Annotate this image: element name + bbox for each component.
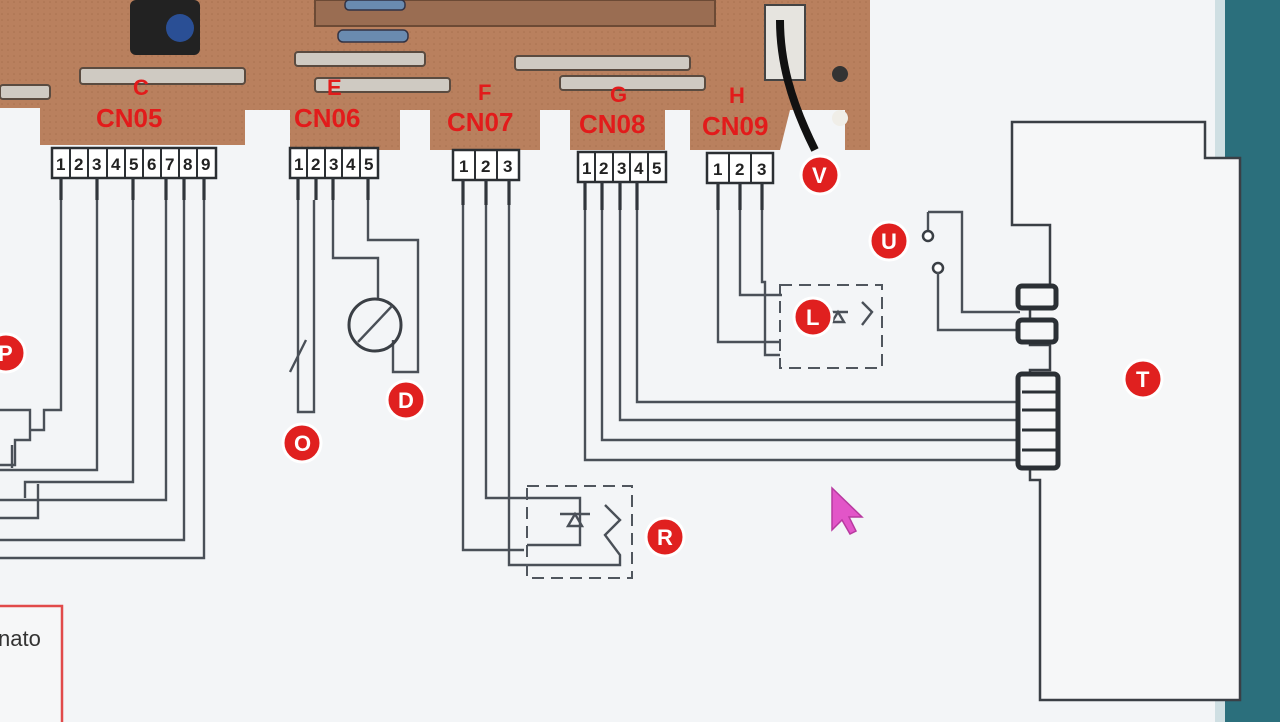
connector-label-cn05: CN05 <box>96 103 162 133</box>
connector-label-cn07: CN07 <box>447 107 513 137</box>
badge-p: P <box>0 332 27 374</box>
cn05-wiring <box>0 178 206 560</box>
pin-label: 3 <box>329 155 338 174</box>
pin-label: 1 <box>56 155 65 174</box>
pin-label: 5 <box>652 159 661 178</box>
connector-label-cn08: CN08 <box>579 109 645 139</box>
connector-labels: C CN05 E CN06 F CN07 G CN08 H CN09 <box>96 75 768 141</box>
switch-u-wiring <box>921 210 1020 332</box>
connector-cn05-pins: 1 2 3 4 5 6 7 8 9 <box>50 146 218 180</box>
pin-label: 2 <box>735 160 744 179</box>
badge-u: U <box>868 220 910 262</box>
pin-label: 2 <box>311 155 320 174</box>
pin-label: 5 <box>129 155 138 174</box>
pin-label: 1 <box>459 157 468 176</box>
connector-letter-h: H <box>729 83 745 108</box>
pin-label: 3 <box>92 155 101 174</box>
svg-text:O: O <box>294 431 311 456</box>
badge-o: O <box>281 422 323 464</box>
pin-label: 2 <box>74 155 83 174</box>
svg-text:V: V <box>812 163 827 188</box>
svg-text:U: U <box>881 229 897 254</box>
pin-label: 6 <box>147 155 156 174</box>
badge-v: V <box>799 154 841 196</box>
pin-label: 1 <box>713 160 722 179</box>
mouse-cursor-icon <box>831 486 864 535</box>
component-t-block <box>1010 120 1242 702</box>
pin-label: 1 <box>294 155 303 174</box>
svg-text:L: L <box>806 305 819 330</box>
svg-text:D: D <box>398 388 414 413</box>
cn06-wiring <box>288 178 420 414</box>
cn07-wiring <box>461 180 633 579</box>
pin-label: 1 <box>582 159 591 178</box>
badge-r: R <box>644 516 686 558</box>
connector-letter-g: G <box>610 82 627 107</box>
connector-cn08-pins: 1 2 3 4 5 <box>576 150 668 184</box>
connector-letter-f: F <box>478 80 491 105</box>
motor-symbol <box>347 297 403 353</box>
svg-text:R: R <box>657 525 673 550</box>
connector-cn07-pins: 1 2 3 <box>451 148 521 182</box>
pin-label: 5 <box>364 155 373 174</box>
svg-text:T: T <box>1136 367 1150 392</box>
pin-label: 3 <box>757 160 766 179</box>
connector-cn06-pins: 1 2 3 4 5 <box>288 146 380 180</box>
connector-letter-e: E <box>327 75 342 100</box>
legend-text: nato <box>0 626 41 651</box>
pin-label: 3 <box>617 159 626 178</box>
connector-letter-c: C <box>133 75 149 100</box>
badge-d: D <box>385 379 427 421</box>
pin-label: 3 <box>503 157 512 176</box>
cn08-wiring <box>583 182 1025 462</box>
badge-l: L <box>792 296 834 338</box>
pcb-photo <box>0 0 870 152</box>
pin-label: 9 <box>201 155 210 174</box>
legend-box: nato <box>0 604 64 722</box>
connector-label-cn09: CN09 <box>702 111 768 141</box>
pin-label: 2 <box>481 157 490 176</box>
pin-label: 4 <box>346 155 356 174</box>
svg-text:P: P <box>0 341 13 366</box>
badge-t: T <box>1122 358 1164 400</box>
pin-label: 4 <box>111 155 121 174</box>
pin-label: 2 <box>599 159 608 178</box>
connector-label-cn06: CN06 <box>294 103 360 133</box>
pin-label: 7 <box>165 155 174 174</box>
pin-label: 4 <box>634 159 644 178</box>
connector-cn09-pins: 1 2 3 <box>705 151 775 185</box>
pin-label: 8 <box>183 155 192 174</box>
